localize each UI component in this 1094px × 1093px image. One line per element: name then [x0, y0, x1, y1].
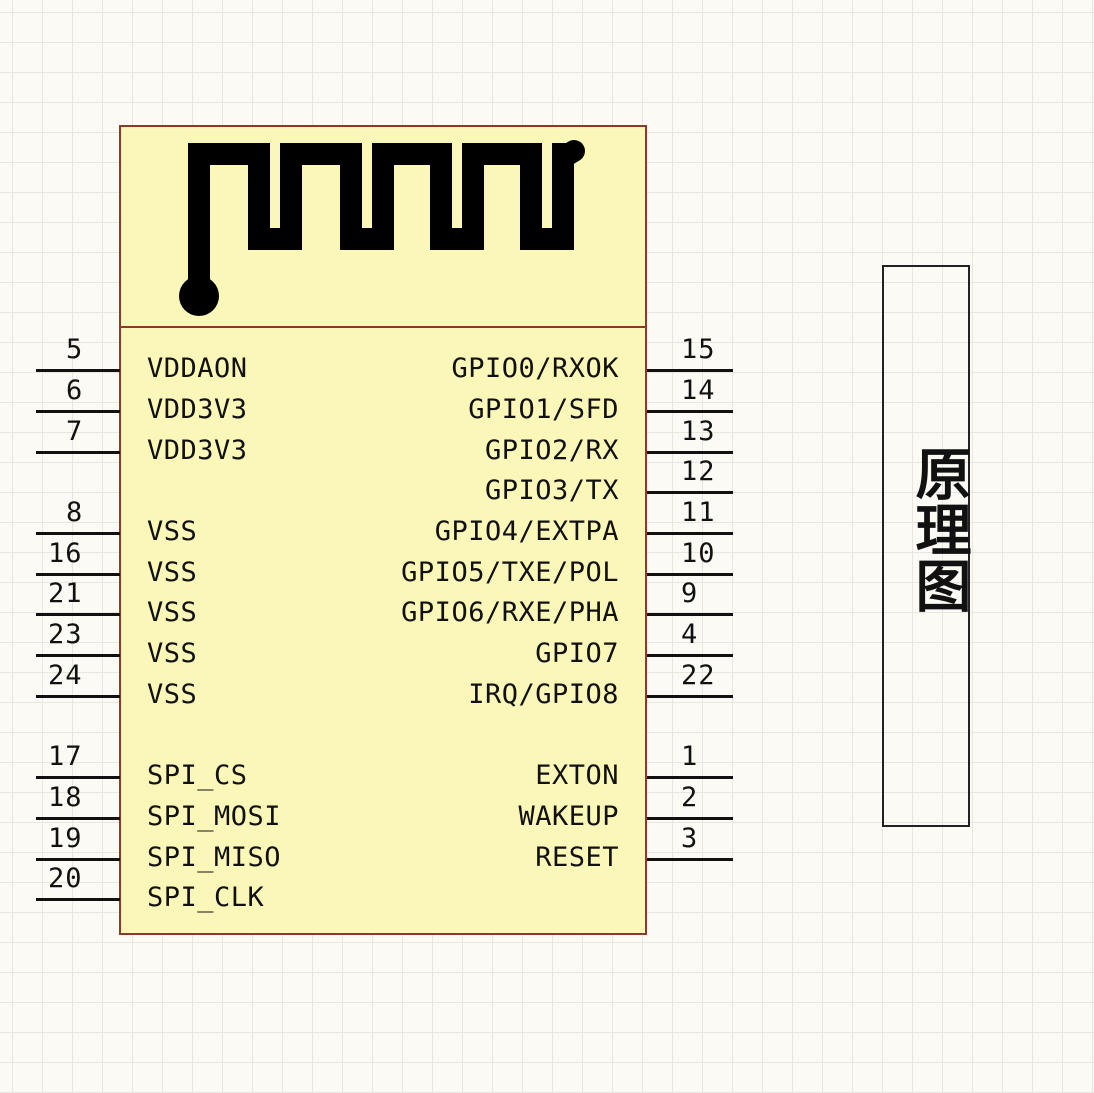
pin-line-right [647, 654, 733, 657]
pin-number: 12 [681, 456, 716, 487]
pin-number: 1 [681, 741, 699, 772]
pin-number: 6 [66, 375, 84, 406]
pin-number: 7 [66, 416, 84, 447]
pin-label: GPIO6/RXE/PHA [401, 597, 619, 628]
pin-line-left [36, 410, 120, 413]
pin-label: GPIO0/RXOK [451, 353, 619, 384]
pin-line-left [36, 613, 120, 616]
pin-label: SPI_CS [147, 760, 248, 791]
pin-line-right [647, 613, 733, 616]
pin-number: 15 [681, 334, 716, 365]
pin-line-right [647, 695, 733, 698]
pin-number: 10 [681, 538, 716, 569]
pin-line-left [36, 898, 120, 901]
pin-number: 9 [681, 578, 699, 609]
pin-line-right [647, 410, 733, 413]
title-box: 原理图 [882, 265, 971, 827]
pin-number: 22 [681, 660, 716, 691]
pin-number: 4 [681, 619, 699, 650]
pin-label: GPIO5/TXE/POL [401, 557, 619, 588]
pin-label: VDD3V3 [147, 394, 248, 425]
pin-line-right [647, 451, 733, 454]
pin-line-left [36, 776, 120, 779]
pin-number: 17 [48, 741, 83, 772]
pin-number: 19 [48, 823, 83, 854]
pin-label: GPIO7 [535, 638, 619, 669]
pin-label: VSS [147, 638, 198, 669]
pin-label: VSS [147, 557, 198, 588]
pin-number: 24 [48, 660, 83, 691]
pin-line-left [36, 532, 120, 535]
pin-number: 23 [48, 619, 83, 650]
pin-number: 8 [66, 497, 84, 528]
pin-line-left [36, 573, 120, 576]
pin-line-right [647, 491, 733, 494]
pin-line-left [36, 695, 120, 698]
pin-label: VSS [147, 597, 198, 628]
pin-line-right [647, 369, 733, 372]
pin-line-left [36, 858, 120, 861]
page-title: 原理图 [906, 445, 971, 613]
pin-line-left [36, 369, 120, 372]
pin-label: IRQ/GPIO8 [468, 679, 619, 710]
pin-number: 11 [681, 497, 716, 528]
pin-line-right [647, 532, 733, 535]
antenna-icon [179, 140, 585, 316]
pin-label: GPIO1/SFD [468, 394, 619, 425]
pin-label: EXTON [535, 760, 619, 791]
pin-label: GPIO3/TX [484, 475, 619, 506]
pin-label: GPIO2/RX [484, 435, 619, 466]
pin-line-left [36, 654, 120, 657]
pin-label: SPI_MOSI [147, 801, 282, 832]
pin-label: VDD3V3 [147, 435, 248, 466]
pin-label: GPIO4/EXTPA [434, 516, 619, 547]
pin-number: 21 [48, 578, 83, 609]
pin-number: 13 [681, 416, 716, 447]
pin-number: 5 [66, 334, 84, 365]
pin-number: 20 [48, 863, 83, 894]
pin-label: RESET [535, 842, 619, 873]
pin-line-right [647, 776, 733, 779]
pin-label: VSS [147, 679, 198, 710]
pin-label: SPI_CLK [147, 882, 265, 913]
pin-line-right [647, 817, 733, 820]
antenna-divider [119, 326, 647, 328]
pin-number: 14 [681, 375, 716, 406]
pin-line-left [36, 817, 120, 820]
pin-line-left [36, 451, 120, 454]
pin-label: VDDAON [147, 353, 248, 384]
pin-line-right [647, 573, 733, 576]
pin-line-right [647, 858, 733, 861]
pin-number: 2 [681, 782, 699, 813]
pin-number: 18 [48, 782, 83, 813]
pin-number: 16 [48, 538, 83, 569]
pin-label: SPI_MISO [147, 842, 282, 873]
pin-label: WAKEUP [518, 801, 619, 832]
pin-number: 3 [681, 823, 699, 854]
pin-label: VSS [147, 516, 198, 547]
